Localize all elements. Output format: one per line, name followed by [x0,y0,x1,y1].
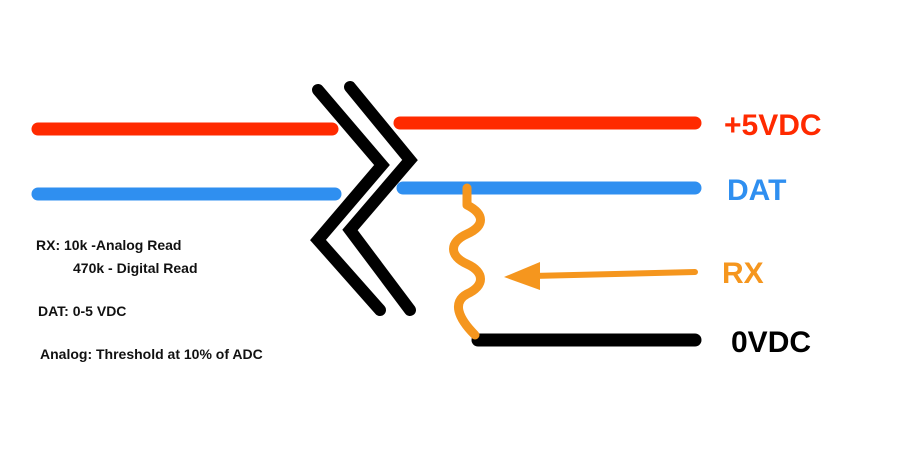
connector-chevron-inner [342,81,418,316]
connector-chevron-outer [310,84,390,316]
rx-label: RX [722,257,764,290]
note-dat-range: DAT: 0-5 VDC [38,303,126,319]
gnd-label: 0VDC [731,326,811,359]
rx-resistor [449,183,485,340]
dat-label: DAT [727,174,786,207]
rx-arrow-shaft [529,269,698,279]
note-rx-line2: 470k - Digital Read [73,260,198,276]
rx-arrow-head [504,262,540,290]
note-analog-threshold: Analog: Threshold at 10% of ADC [40,346,263,362]
vcc-label: +5VDC [724,109,822,142]
note-rx-line1: RX: 10k -Analog Read [36,237,181,253]
